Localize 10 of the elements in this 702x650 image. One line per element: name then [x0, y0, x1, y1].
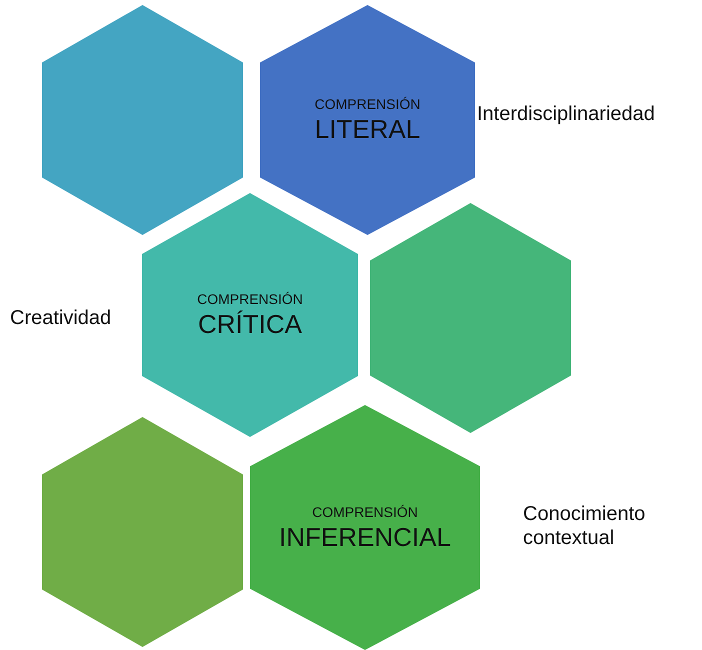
tile-heading: COMPRENSIÓN — [314, 95, 420, 113]
tile-heading: COMPRENSIÓN — [197, 290, 303, 308]
tile-title: LITERAL — [314, 113, 420, 145]
tile-title: INFERENCIAL — [279, 520, 451, 552]
tile-title: CRÍTICA — [198, 308, 302, 340]
tile-heading: COMPRENSIÓN — [312, 502, 418, 520]
hexagon-tile — [250, 405, 480, 650]
side-label: Conocimiento contextual — [523, 502, 646, 550]
side-label: Creatividad — [10, 306, 112, 330]
side-label: Interdisciplinariedad — [477, 102, 655, 126]
